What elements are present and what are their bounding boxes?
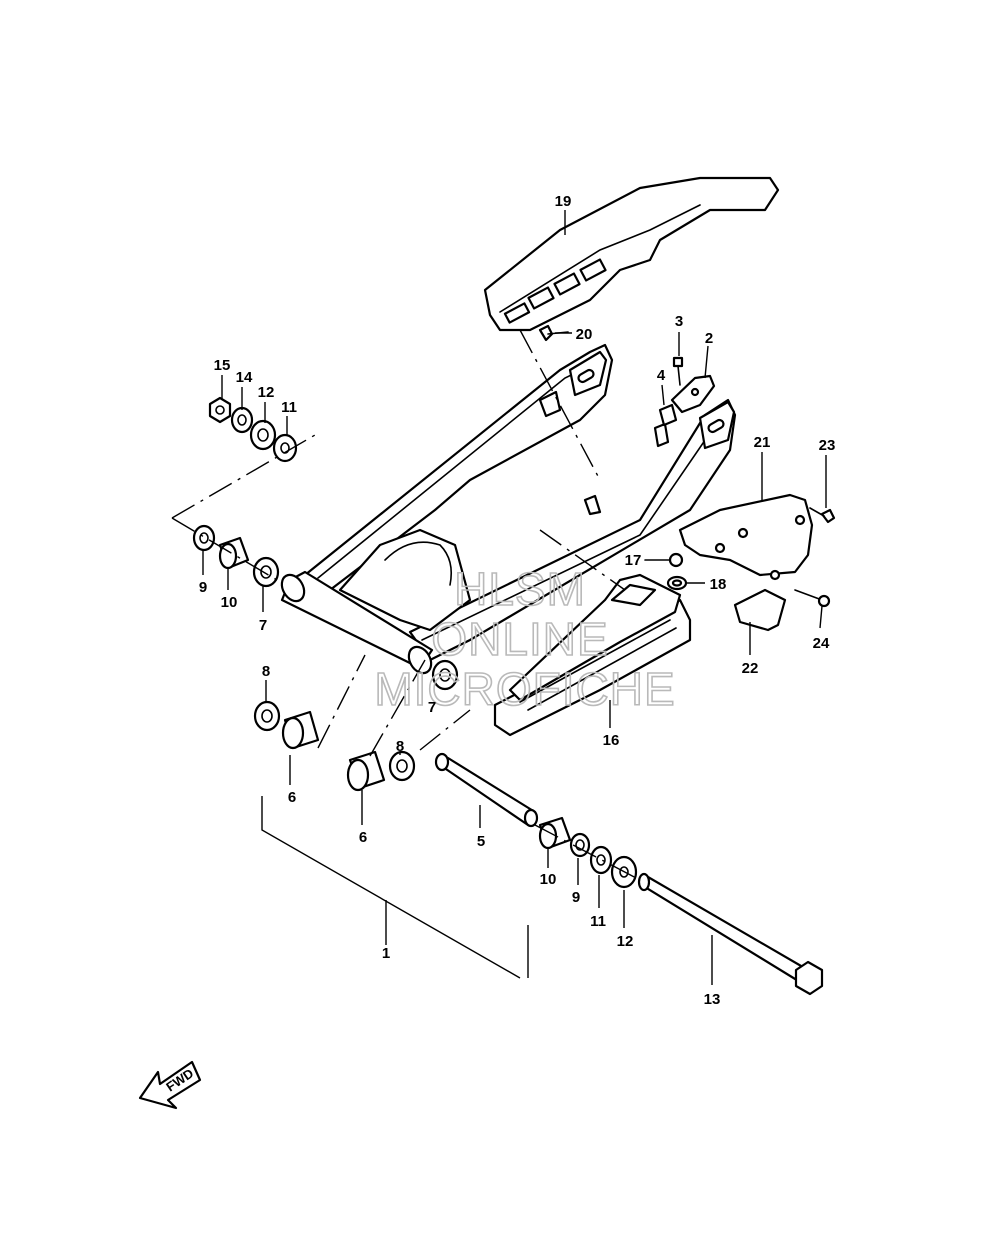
callout-12a: 12: [258, 384, 275, 401]
callout-17: 17: [625, 552, 642, 569]
leader-lines: [171, 210, 827, 985]
callout-10a: 10: [221, 594, 238, 611]
callout-2: 2: [705, 330, 713, 347]
watermark-line-3: MICROFICHE: [374, 663, 675, 715]
callout-23: 23: [819, 437, 836, 454]
callout-19: 19: [555, 193, 572, 210]
callout-13: 13: [704, 991, 721, 1008]
callout-8a: 8: [262, 663, 270, 680]
callout-14: 14: [236, 369, 253, 386]
callout-18: 18: [710, 576, 727, 593]
callout-9b: 9: [572, 889, 580, 906]
callout-11a: 11: [281, 399, 297, 416]
callout-22: 22: [742, 660, 759, 677]
swingarm: [280, 343, 737, 675]
callout-6b: 6: [359, 829, 367, 846]
bracket: [678, 493, 814, 632]
callout-8b: 8: [396, 738, 404, 755]
callout-12b: 12: [617, 933, 634, 950]
callout-4: 4: [657, 367, 666, 384]
watermark: HLSM ONLINE MICROFICHE: [374, 562, 676, 716]
callout-20: 20: [576, 326, 593, 343]
chain-buffer: [493, 573, 692, 737]
callout-10b: 10: [540, 871, 557, 888]
callout-16: 16: [603, 732, 620, 749]
watermark-line-2: ONLINE: [431, 613, 608, 665]
callout-24: 24: [813, 635, 830, 652]
forward-arrow-icon: FWD: [138, 1060, 202, 1110]
callout-21: 21: [754, 434, 771, 451]
callouts: 1 2 3 4 5 6 6 7 7 8 8 9 9 10 10 11 11 12…: [199, 193, 836, 1008]
callout-15: 15: [214, 357, 231, 374]
watermark-line-1: HLSM: [454, 563, 586, 615]
callout-1: 1: [382, 945, 390, 962]
small-parts: [192, 324, 836, 996]
callout-7b: 7: [428, 699, 436, 716]
callout-3: 3: [675, 313, 683, 330]
callout-5: 5: [477, 833, 485, 850]
callout-7a: 7: [259, 617, 267, 634]
callout-6a: 6: [288, 789, 296, 806]
callout-11b: 11: [590, 913, 606, 930]
chain-case: [483, 176, 780, 332]
callout-9a: 9: [199, 579, 207, 596]
